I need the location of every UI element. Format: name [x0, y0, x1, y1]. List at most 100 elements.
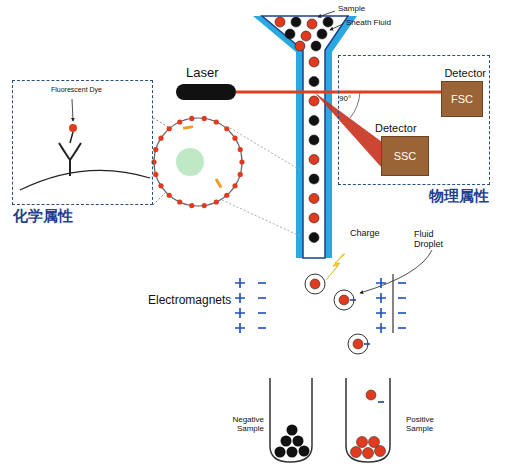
part-label: Charge — [350, 229, 380, 239]
fsc-detector: DetectorFSC — [441, 81, 483, 117]
sample-cells — [275, 17, 333, 243]
marker-dot — [153, 147, 158, 152]
physical-property-box: 物理属性DetectorFSCDetectorSSC — [338, 55, 490, 185]
plus-symbol — [235, 293, 245, 303]
cell — [309, 233, 319, 243]
antibody — [59, 143, 81, 176]
marker-dot — [153, 172, 158, 177]
plus-symbol — [376, 308, 386, 318]
organelle — [215, 178, 223, 188]
tube-label: Negative Sample — [222, 416, 264, 434]
chemical-property-box: Fluorescent Dye化学属性 — [12, 80, 153, 205]
marker-dot — [214, 199, 219, 204]
charge-symbol — [378, 401, 384, 403]
cell — [309, 213, 319, 223]
plus-symbol — [235, 278, 245, 288]
dye-label: Fluorescent Dye — [51, 86, 102, 94]
detector-name: SSC — [394, 150, 417, 162]
cell — [307, 19, 317, 29]
marker-dot — [239, 159, 244, 164]
marker-dot — [202, 116, 207, 121]
cell — [275, 447, 286, 458]
cell — [154, 118, 242, 206]
minus-symbol — [258, 327, 266, 329]
marker-dot — [167, 126, 172, 131]
plus-symbol — [376, 293, 386, 303]
cell — [281, 436, 292, 447]
cell — [317, 29, 327, 39]
marker-dot — [177, 199, 182, 204]
marker-dot — [214, 119, 219, 124]
nucleus — [176, 148, 204, 176]
angle-arc — [350, 92, 360, 118]
minus-symbol — [398, 297, 406, 299]
zoom-line — [153, 118, 170, 128]
minus-symbol — [258, 282, 266, 284]
cell — [309, 155, 319, 165]
minus-symbol — [398, 327, 406, 329]
cell — [309, 174, 319, 184]
cell — [357, 437, 368, 448]
part-label: Electromagnets — [148, 294, 231, 307]
zoom-line — [230, 128, 300, 170]
flow-channel — [262, 16, 348, 258]
cell — [293, 436, 304, 447]
test-tube — [346, 378, 390, 462]
cell — [301, 31, 311, 41]
sheath-fluid — [253, 16, 357, 258]
cell — [309, 77, 319, 87]
cell — [275, 17, 285, 27]
part-label: Sample — [338, 5, 365, 14]
cell — [295, 41, 305, 51]
cell — [311, 41, 321, 51]
fluorescent-dye — [69, 124, 77, 132]
marker-dot — [232, 136, 237, 141]
marker-dot — [224, 126, 229, 131]
marker-dot — [167, 193, 172, 198]
sorted-cells — [275, 425, 386, 459]
cell — [287, 425, 298, 436]
part-label: Fluid Droplet — [414, 230, 454, 250]
detector-label: Detector — [444, 67, 486, 79]
charge-bolt — [326, 254, 345, 280]
minus-symbol — [258, 297, 266, 299]
cell — [310, 279, 320, 289]
electromagnet-plates — [235, 274, 406, 333]
cell — [299, 446, 310, 457]
cell — [363, 448, 374, 459]
laser: Laser — [176, 84, 236, 100]
region-title: 化学属性 — [13, 208, 73, 225]
surface-markers — [151, 116, 244, 208]
plate — [392, 274, 393, 333]
cell — [353, 339, 363, 349]
marker-dot — [158, 183, 163, 188]
plus-symbol — [235, 308, 245, 318]
marker-dot — [232, 183, 237, 188]
organelle — [183, 125, 193, 130]
leader-line — [72, 99, 73, 121]
cell — [351, 447, 362, 458]
marker-dot — [238, 172, 243, 177]
cell — [291, 17, 301, 27]
angle-label: 90° — [339, 95, 351, 104]
tube-label: Positive Sample — [406, 416, 448, 434]
ssc-detector: DetectorSSC — [381, 136, 429, 176]
marker-dot — [189, 203, 194, 208]
marker-dot — [238, 147, 243, 152]
cell — [323, 17, 333, 27]
cell — [369, 437, 380, 448]
minus-symbol — [398, 282, 406, 284]
leader-line — [318, 11, 335, 17]
cell — [309, 194, 319, 204]
marker-dot — [224, 193, 229, 198]
charge-symbol — [350, 300, 370, 344]
plus-symbol — [376, 323, 386, 333]
marker-dot — [158, 136, 163, 141]
laser-label: Laser — [186, 66, 219, 80]
plus-symbol — [235, 323, 245, 333]
plus-symbol — [376, 278, 386, 288]
region-title: 物理属性 — [429, 188, 489, 205]
minus-symbol — [398, 312, 406, 314]
